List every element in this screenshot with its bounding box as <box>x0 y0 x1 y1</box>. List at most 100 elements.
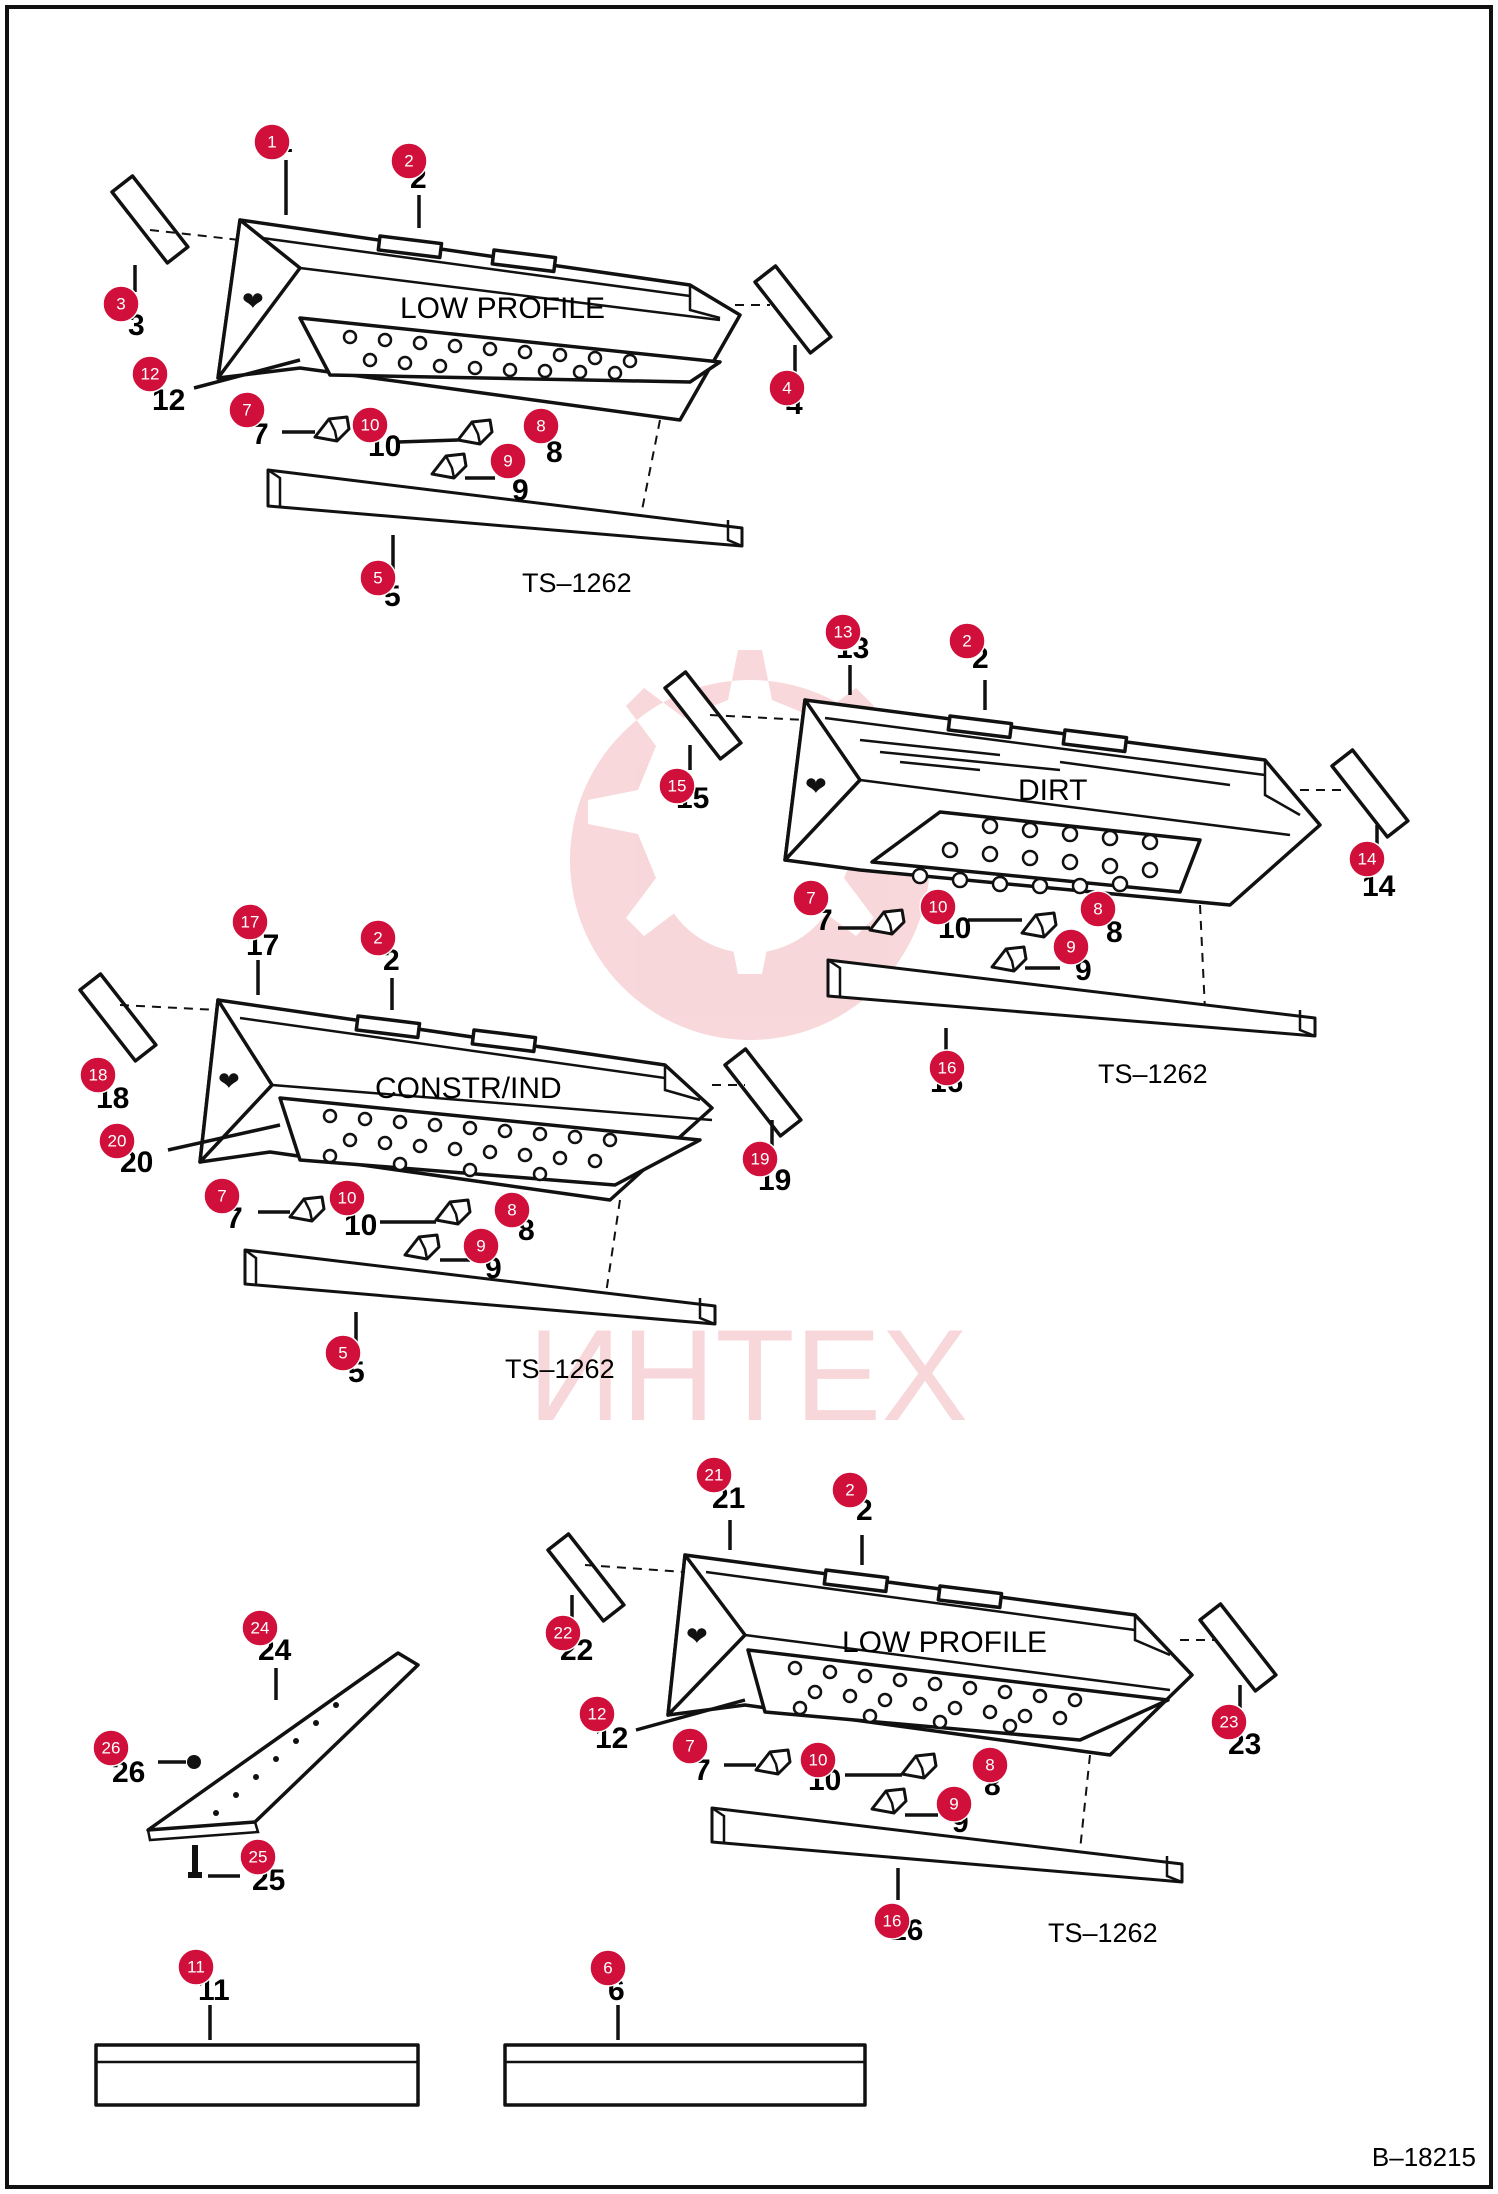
callout-5[interactable]: 5 <box>324 1334 362 1372</box>
callout-22[interactable]: 22 <box>544 1614 582 1652</box>
tooth-9 <box>430 452 468 480</box>
label-8: 8 <box>1106 916 1123 949</box>
callout-1[interactable]: 1 <box>253 123 291 161</box>
callout-3[interactable]: 3 <box>102 285 140 323</box>
svg-text:10: 10 <box>809 1751 828 1770</box>
callout-11[interactable]: 11 <box>177 1948 215 1986</box>
svg-text:23: 23 <box>1220 1713 1239 1732</box>
svg-text:16: 16 <box>938 1059 957 1078</box>
watermark-gear-icon <box>570 650 930 1040</box>
callout-7[interactable]: 7 <box>671 1727 709 1765</box>
svg-text:9: 9 <box>476 1237 485 1256</box>
left-end-bit <box>78 972 158 1063</box>
svg-text:6: 6 <box>603 1959 612 1978</box>
bucket-body: ❤ <box>198 998 714 1202</box>
callout-10[interactable]: 10 <box>919 888 957 926</box>
svg-text:2: 2 <box>373 929 382 948</box>
svg-text:11: 11 <box>187 1958 205 1977</box>
callout-10[interactable]: 10 <box>328 1179 366 1217</box>
model-tag: TS–1262 <box>1098 1059 1208 1089</box>
callout-13[interactable]: 13 <box>824 613 862 651</box>
callout-26[interactable]: 26 <box>92 1729 130 1767</box>
cutting-edge <box>710 1806 1184 1884</box>
svg-text:21: 21 <box>705 1466 724 1485</box>
svg-text:26: 26 <box>102 1739 121 1758</box>
callout-8[interactable]: 8 <box>971 1746 1009 1784</box>
bucket-emblem-icon: ❤ <box>686 1621 708 1651</box>
tooth-8 <box>900 1752 938 1780</box>
callout-12[interactable]: 12 <box>131 355 169 393</box>
callout-9[interactable]: 9 <box>489 442 527 480</box>
tooth-9 <box>403 1233 441 1261</box>
svg-text:19: 19 <box>751 1150 770 1169</box>
callout-20[interactable]: 20 <box>98 1122 136 1160</box>
callout-10[interactable]: 10 <box>799 1741 837 1779</box>
svg-text:8: 8 <box>507 1201 516 1220</box>
bucket-low-profile-top: ❤ LOW PROFILE 1 2 3 4 12 7 10 8 9 <box>102 123 833 613</box>
tooth-7 <box>754 1748 792 1776</box>
tooth-9 <box>990 945 1028 973</box>
page-frame <box>5 5 1493 2189</box>
bucket-name: DIRT <box>1018 774 1087 807</box>
svg-text:4: 4 <box>782 379 791 398</box>
cutting-edge <box>266 468 744 548</box>
svg-text:5: 5 <box>373 569 382 588</box>
callout-5[interactable]: 5 <box>359 559 397 597</box>
callout-14[interactable]: 14 <box>1348 840 1386 878</box>
tooth-9 <box>870 1787 908 1815</box>
callout-7[interactable]: 7 <box>792 879 830 917</box>
model-tag: TS–1262 <box>1048 1918 1158 1948</box>
bolt-icon <box>188 1845 202 1878</box>
callout-6[interactable]: 6 <box>589 1949 627 1987</box>
tooth-7 <box>313 415 351 443</box>
callout-9[interactable]: 9 <box>1052 928 1090 966</box>
svg-text:8: 8 <box>536 417 545 436</box>
callout-17[interactable]: 17 <box>231 903 269 941</box>
callout-18[interactable]: 18 <box>79 1056 117 1094</box>
callout-23[interactable]: 23 <box>1210 1703 1248 1741</box>
model-tag: TS–1262 <box>505 1354 615 1384</box>
callout-9[interactable]: 9 <box>935 1785 973 1823</box>
callout-16[interactable]: 16 <box>873 1902 911 1940</box>
callout-2[interactable]: 2 <box>948 622 986 660</box>
callout-7[interactable]: 7 <box>203 1177 241 1215</box>
callout-8[interactable]: 8 <box>522 407 560 445</box>
callout-21[interactable]: 21 <box>695 1456 733 1494</box>
svg-text:7: 7 <box>685 1737 694 1756</box>
callout-16[interactable]: 16 <box>928 1049 966 1087</box>
callout-4[interactable]: 4 <box>768 369 806 407</box>
watermark: ИНТЕХ <box>528 650 968 1448</box>
tooth-8 <box>1020 911 1058 939</box>
svg-text:7: 7 <box>217 1187 226 1206</box>
bucket-dirt: ❤ DIRT 13 2 15 14 7 10 8 9 16 TS–12 <box>658 613 1410 1099</box>
callout-12[interactable]: 12 <box>578 1695 616 1733</box>
bucket-constr-ind: ❤ CONSTR/IND 17 2 18 19 20 7 10 8 <box>78 903 803 1389</box>
right-end-bit <box>1330 748 1410 839</box>
callout-8[interactable]: 8 <box>1079 890 1117 928</box>
right-end-bit <box>1198 1602 1278 1693</box>
callout-25[interactable]: 25 <box>239 1838 277 1876</box>
callout-7[interactable]: 7 <box>228 391 266 429</box>
svg-text:14: 14 <box>1358 850 1377 869</box>
callout-8[interactable]: 8 <box>493 1191 531 1229</box>
callout-19[interactable]: 19 <box>741 1140 779 1178</box>
bucket-emblem-icon: ❤ <box>242 286 264 316</box>
bucket-emblem-icon: ❤ <box>218 1066 240 1096</box>
bucket-low-profile-bottom: ❤ LOW PROFILE 21 2 22 23 12 7 10 8 <box>544 1456 1278 1948</box>
bucket-body: ❤ <box>666 1553 1194 1757</box>
callout-2[interactable]: 2 <box>359 919 397 957</box>
watermark-text: ИНТЕХ <box>528 1302 968 1448</box>
svg-text:7: 7 <box>806 889 815 908</box>
callout-24[interactable]: 24 <box>241 1609 279 1647</box>
callout-10[interactable]: 10 <box>351 406 389 444</box>
callout-2[interactable]: 2 <box>390 142 428 180</box>
callout-2[interactable]: 2 <box>831 1471 869 1509</box>
model-tag: TS–1262 <box>522 568 632 598</box>
figure-code: B–18215 <box>1372 2142 1476 2172</box>
bolt-on-cutting-edge: 24 26 25 24 26 25 <box>92 1609 420 1897</box>
callout-15[interactable]: 15 <box>658 767 696 805</box>
callout-9[interactable]: 9 <box>462 1227 500 1265</box>
right-end-bit <box>723 1047 803 1138</box>
svg-text:2: 2 <box>404 152 413 171</box>
